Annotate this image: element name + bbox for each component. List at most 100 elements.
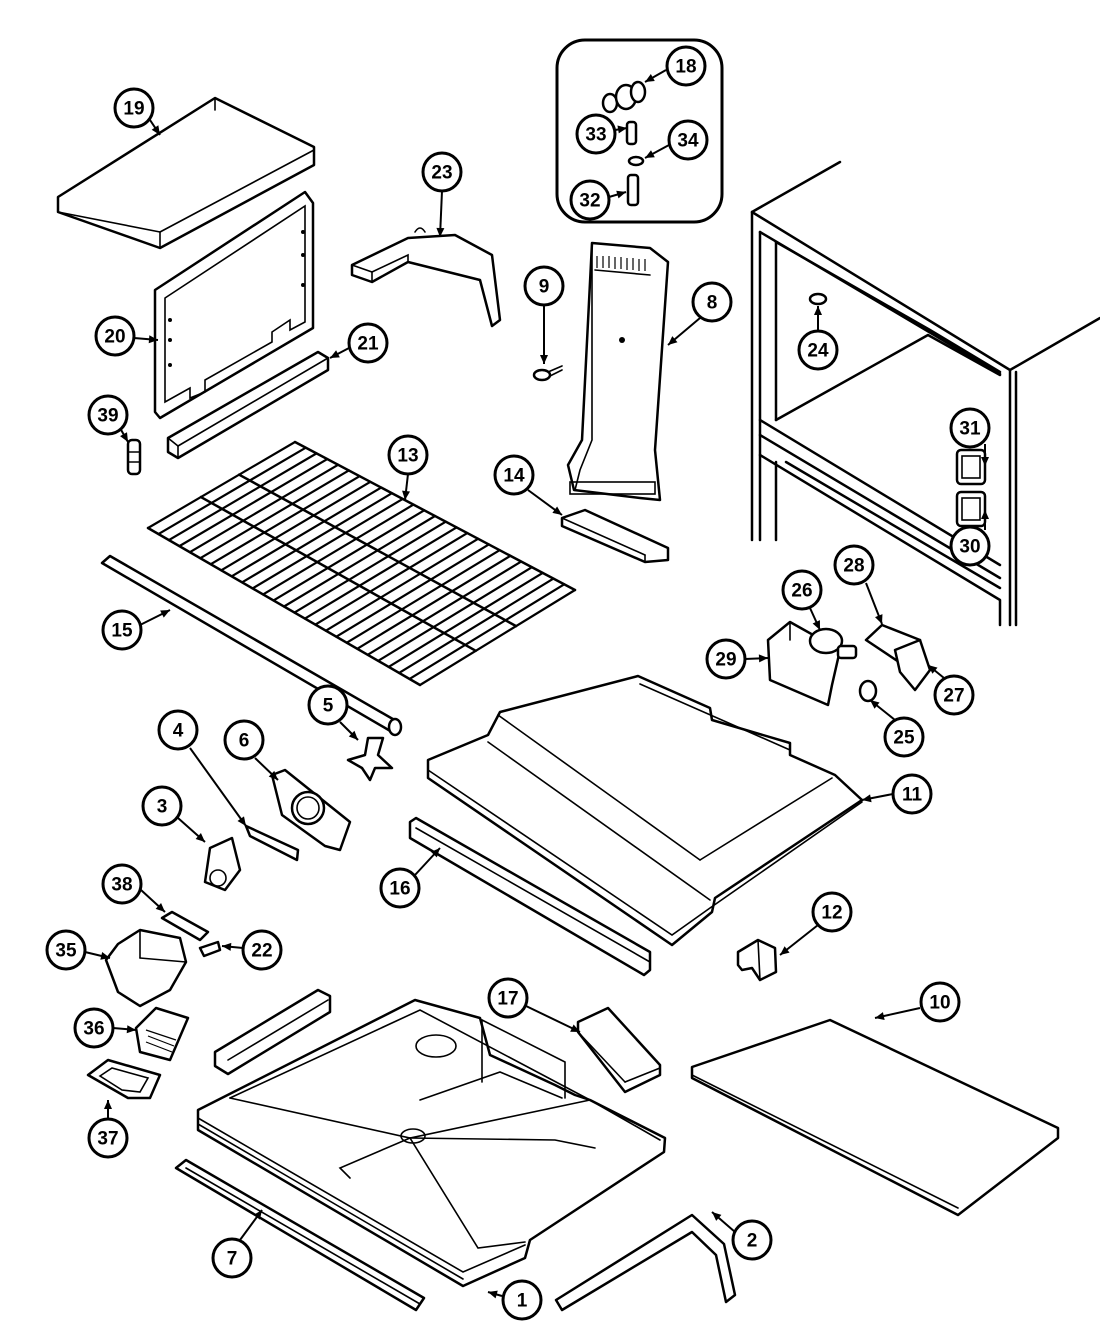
callout-number: 7 [227, 1249, 238, 1270]
callout-17: 17 [487, 977, 529, 1019]
leader-arrowhead-16 [430, 848, 440, 858]
callout-14: 14 [493, 454, 535, 496]
callout-38: 38 [101, 863, 143, 905]
callout-number: 16 [389, 879, 410, 900]
callout-circle [891, 773, 933, 815]
callout-number: 13 [397, 446, 418, 467]
shelf-wire [397, 577, 555, 675]
leader-arrowhead-12 [780, 946, 790, 955]
callout-29: 29 [705, 638, 747, 680]
callout-circle [811, 891, 853, 933]
callout-circle [933, 674, 975, 716]
callout-number: 8 [707, 293, 718, 314]
shelf-wire [167, 452, 318, 542]
leader-arrowhead-1 [488, 1290, 498, 1299]
leader-arrowhead-35 [100, 952, 110, 960]
leader-arrowhead-29 [758, 654, 768, 663]
callout-20: 20 [94, 315, 136, 357]
callout-circle [223, 719, 265, 761]
callout-27: 27 [933, 674, 975, 716]
callout-circle [87, 394, 129, 436]
callout-circle [731, 1219, 773, 1261]
callout-circle [101, 863, 143, 905]
callout-number: 6 [239, 731, 250, 752]
leader-arrowhead-37 [104, 1100, 112, 1109]
callout-number: 2 [747, 1231, 758, 1252]
part-9-screw [532, 365, 563, 382]
leader-arrowhead-23 [436, 227, 445, 237]
callout-2: 2 [731, 1219, 773, 1261]
callout-number: 3 [157, 797, 168, 818]
leader-arrowhead-5 [348, 730, 358, 740]
leader-arrowhead-7 [253, 1210, 262, 1220]
callout-circle [141, 785, 183, 827]
callout-18: 18 [665, 45, 707, 87]
leader-arrowhead-2 [712, 1212, 722, 1221]
callout-circle [797, 329, 839, 371]
callout-number: 38 [111, 875, 132, 896]
callout-39: 39 [87, 394, 129, 436]
callout-circle [949, 407, 991, 449]
callout-24: 24 [797, 329, 839, 371]
callout-5: 5 [307, 684, 349, 726]
cabinet-outline [750, 160, 1100, 627]
callout-number: 19 [123, 99, 144, 120]
shelf-wire [241, 492, 394, 584]
callout-11: 11 [891, 773, 933, 815]
callout-34: 34 [667, 119, 709, 161]
shelf-wire [387, 571, 544, 668]
callout-number: 9 [539, 277, 550, 298]
callout-circle [94, 315, 136, 357]
callout-35: 35 [45, 929, 87, 971]
callout-1: 1 [501, 1279, 543, 1321]
callout-circle [73, 1007, 115, 1049]
callout-circle [493, 454, 535, 496]
callout-number: 18 [675, 57, 696, 78]
shelf-wire [356, 554, 512, 650]
leader-arrowhead-17 [570, 1024, 580, 1032]
callout-16: 16 [379, 867, 421, 909]
callout-12: 12 [811, 891, 853, 933]
callout-circle [833, 544, 875, 586]
callout-circle [241, 929, 283, 971]
shelf-wire [209, 475, 361, 566]
shelf-wire [220, 480, 372, 572]
callout-circle [45, 929, 87, 971]
leader-arrowhead-8 [668, 336, 678, 345]
part-11-crisper-cover [426, 674, 864, 947]
callout-31: 31 [949, 407, 991, 449]
shelf-wire [199, 469, 350, 560]
leader-lines [84, 69, 989, 1299]
callout-15: 15 [101, 609, 143, 651]
part-20-back-panel [153, 190, 315, 420]
callout-circle [569, 179, 611, 221]
callout-number: 32 [579, 191, 600, 212]
shelf-wire [335, 543, 490, 638]
callout-13: 13 [387, 434, 429, 476]
shelf-wire [324, 537, 480, 632]
callout-23: 23 [421, 151, 463, 193]
callout-circle [307, 684, 349, 726]
shelf-wire [418, 588, 577, 687]
callout-7: 7 [211, 1237, 253, 1279]
callout-number: 14 [503, 466, 525, 487]
callout-10: 10 [919, 981, 961, 1023]
callout-21: 21 [347, 322, 389, 364]
shelf-wire [199, 495, 478, 653]
callout-number: 22 [251, 941, 272, 962]
shelf-wire [146, 440, 297, 530]
callout-9: 9 [523, 265, 565, 307]
leader-arrowhead-20 [148, 335, 158, 344]
leader-arrowhead-3 [195, 833, 205, 842]
callout-circle [665, 45, 707, 87]
shelf-wire [146, 526, 422, 687]
shelf-wire [157, 446, 307, 536]
callout-number: 28 [843, 556, 864, 577]
part-23-duct [350, 227, 502, 328]
part-10-panel [690, 1018, 1060, 1217]
callout-circle [387, 434, 429, 476]
leader-arrowhead-36 [126, 1025, 136, 1034]
shelf-wire [314, 531, 469, 626]
